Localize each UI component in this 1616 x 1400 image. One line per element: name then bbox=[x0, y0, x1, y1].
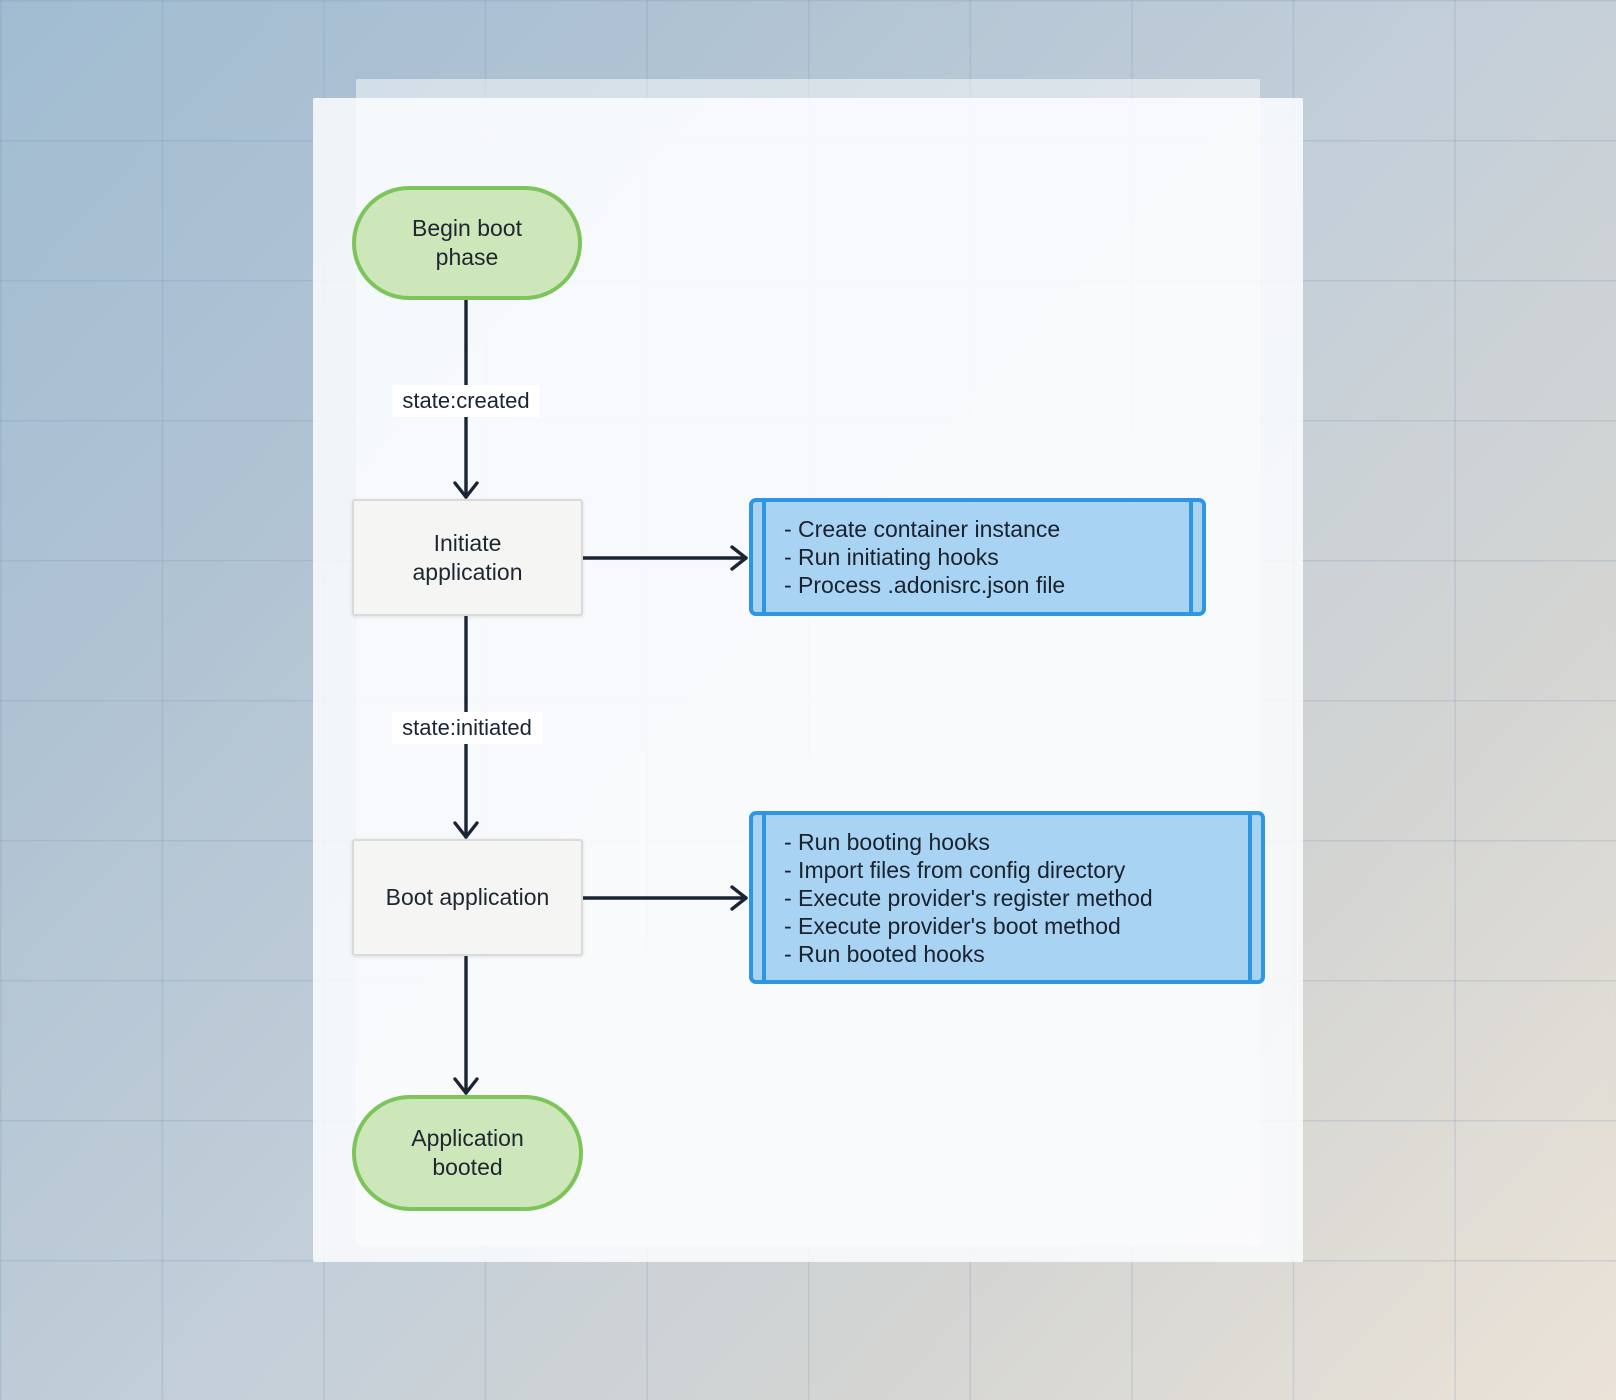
step-item: - Run booting hooks bbox=[784, 828, 990, 855]
edge-label-state-created: state:created bbox=[392, 385, 540, 417]
arrowhead-initiate-to-steps bbox=[730, 545, 748, 571]
edge-label-state-initiated: state:initiated bbox=[392, 712, 542, 744]
node-label: Begin boot phase bbox=[412, 215, 522, 270]
step-item: - Import files from config directory bbox=[784, 856, 1126, 883]
step-item: - Run booted hooks bbox=[784, 940, 985, 967]
arrowhead-boot-to-booted bbox=[453, 1077, 479, 1095]
step-item: - Execute provider's boot method bbox=[784, 912, 1121, 939]
node-label: Boot application bbox=[385, 884, 550, 910]
node-application-booted: Application booted bbox=[352, 1095, 583, 1211]
node-begin-boot-phase: Begin boot phase bbox=[352, 186, 582, 300]
step-item: - Execute provider's register method bbox=[784, 884, 1153, 911]
arrowhead-begin-to-initiate bbox=[453, 481, 479, 499]
node-label: Application booted bbox=[411, 1125, 524, 1180]
step-item: - Create container instance bbox=[784, 516, 1061, 542]
node-boot-application: Boot application bbox=[352, 839, 583, 956]
step-item: - Process .adonisrc.json file bbox=[784, 572, 1066, 598]
arrowhead-initiate-to-boot bbox=[453, 821, 479, 839]
node-label: Initiate application bbox=[412, 529, 523, 585]
arrowhead-boot-to-steps bbox=[730, 885, 748, 911]
subroutine-initiate-steps: - Create container instance - Run initia… bbox=[749, 498, 1206, 616]
node-initiate-application: Initiate application bbox=[352, 499, 583, 616]
step-item: - Run initiating hooks bbox=[784, 544, 999, 570]
subroutine-boot-steps: - Run booting hooks - Import files from … bbox=[749, 811, 1265, 984]
